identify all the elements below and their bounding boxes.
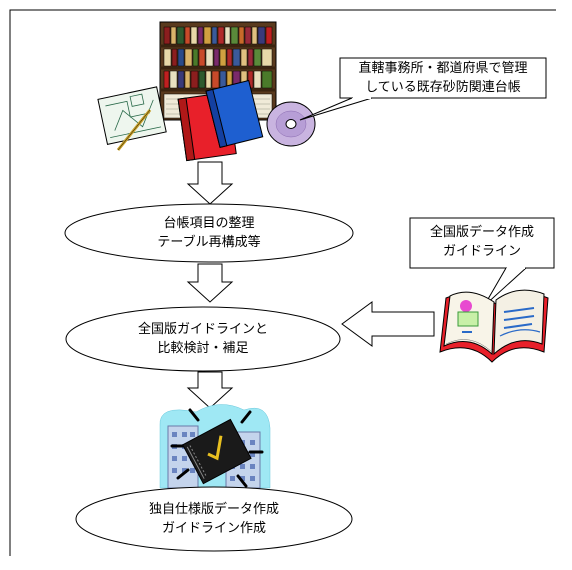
step-1-label: 台帳項目の整理 テーブル再構成等 bbox=[75, 214, 343, 252]
callout-top-line-1: 直轄事務所・都道府県で管理 bbox=[358, 61, 528, 76]
callout-box-top bbox=[339, 57, 547, 99]
step-3-label: 独自仕様版データ作成 ガイドライン作成 bbox=[80, 500, 348, 538]
step-2-ellipse bbox=[65, 306, 341, 372]
step-2-label: 全国版ガイドラインと 比較検討・補足 bbox=[69, 320, 337, 358]
callout-box-right bbox=[409, 217, 555, 269]
step-1-ellipse bbox=[64, 203, 354, 263]
callout-top-line-2: している既存砂防関連台帳 bbox=[365, 80, 521, 95]
building-manual-icon bbox=[159, 404, 271, 489]
input-arrow-left bbox=[341, 301, 435, 347]
step-3-line-2: ガイドライン作成 bbox=[161, 521, 266, 536]
step-2-line-1: 全国版ガイドラインと bbox=[137, 322, 268, 337]
flow-arrow-1 bbox=[186, 161, 234, 205]
callout-right-label: 全国版データ作成 ガイドライン bbox=[410, 223, 554, 261]
callout-pointer-top bbox=[299, 97, 373, 121]
callout-right-line-2: ガイドライン bbox=[442, 244, 521, 259]
flow-arrow-2 bbox=[186, 263, 234, 303]
step-2-line-2: 比較検討・補足 bbox=[157, 341, 249, 356]
step-3-line-1: 独自仕様版データ作成 bbox=[148, 502, 279, 517]
step-1-line-2: テーブル再構成等 bbox=[157, 235, 261, 250]
step-1-line-1: 台帳項目の整理 bbox=[163, 216, 255, 231]
step-3-ellipse bbox=[75, 486, 353, 552]
open-book-icon bbox=[439, 289, 549, 363]
bookshelf-binders-disc-icon bbox=[97, 21, 316, 162]
flow-arrow-3 bbox=[186, 371, 234, 409]
callout-top-label: 直轄事務所・都道府県で管理 している既存砂防関連台帳 bbox=[340, 59, 546, 97]
frame-border bbox=[9, 9, 556, 556]
callout-right-line-1: 全国版データ作成 bbox=[429, 225, 534, 240]
